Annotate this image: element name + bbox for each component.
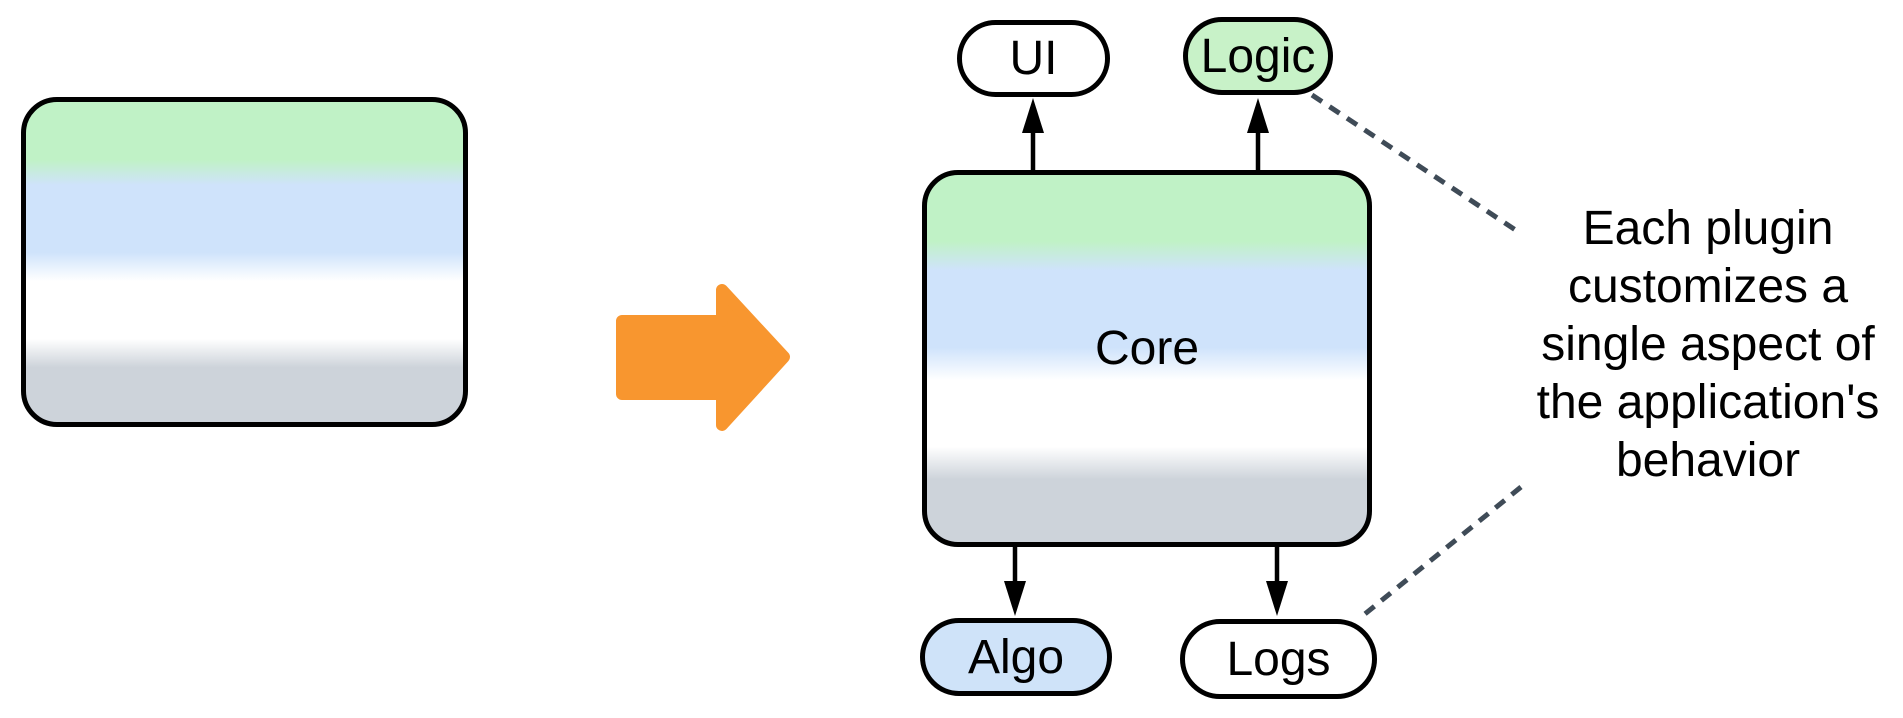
plugin-pill-logic-label: Logic	[1200, 29, 1316, 83]
connector-core-to-ui	[1022, 98, 1044, 171]
plugin-pill-logic: Logic	[1183, 17, 1333, 95]
connector-core-to-algo	[1004, 546, 1026, 616]
plugin-pill-ui-label: UI	[1009, 32, 1058, 85]
core-box: Core	[922, 170, 1372, 547]
plugin-pill-algo: Algo	[920, 618, 1112, 696]
plugin-pill-ui: UI	[957, 20, 1110, 97]
connector-core-to-logs	[1266, 546, 1288, 616]
plugin-pill-logs: Logs	[1180, 619, 1377, 699]
core-box-label: Core	[1094, 322, 1200, 375]
callout-dash-from-logs	[1358, 485, 1523, 620]
plain-app-box	[21, 97, 468, 427]
transform-arrow-icon	[616, 284, 790, 431]
plugin-pill-logs-label: Logs	[1226, 632, 1331, 686]
connector-core-to-logic	[1247, 98, 1269, 171]
plugin-annotation-text: Each plugin customizes a single aspect o…	[1536, 202, 1880, 487]
plugin-pill-algo-label: Algo	[967, 630, 1065, 684]
